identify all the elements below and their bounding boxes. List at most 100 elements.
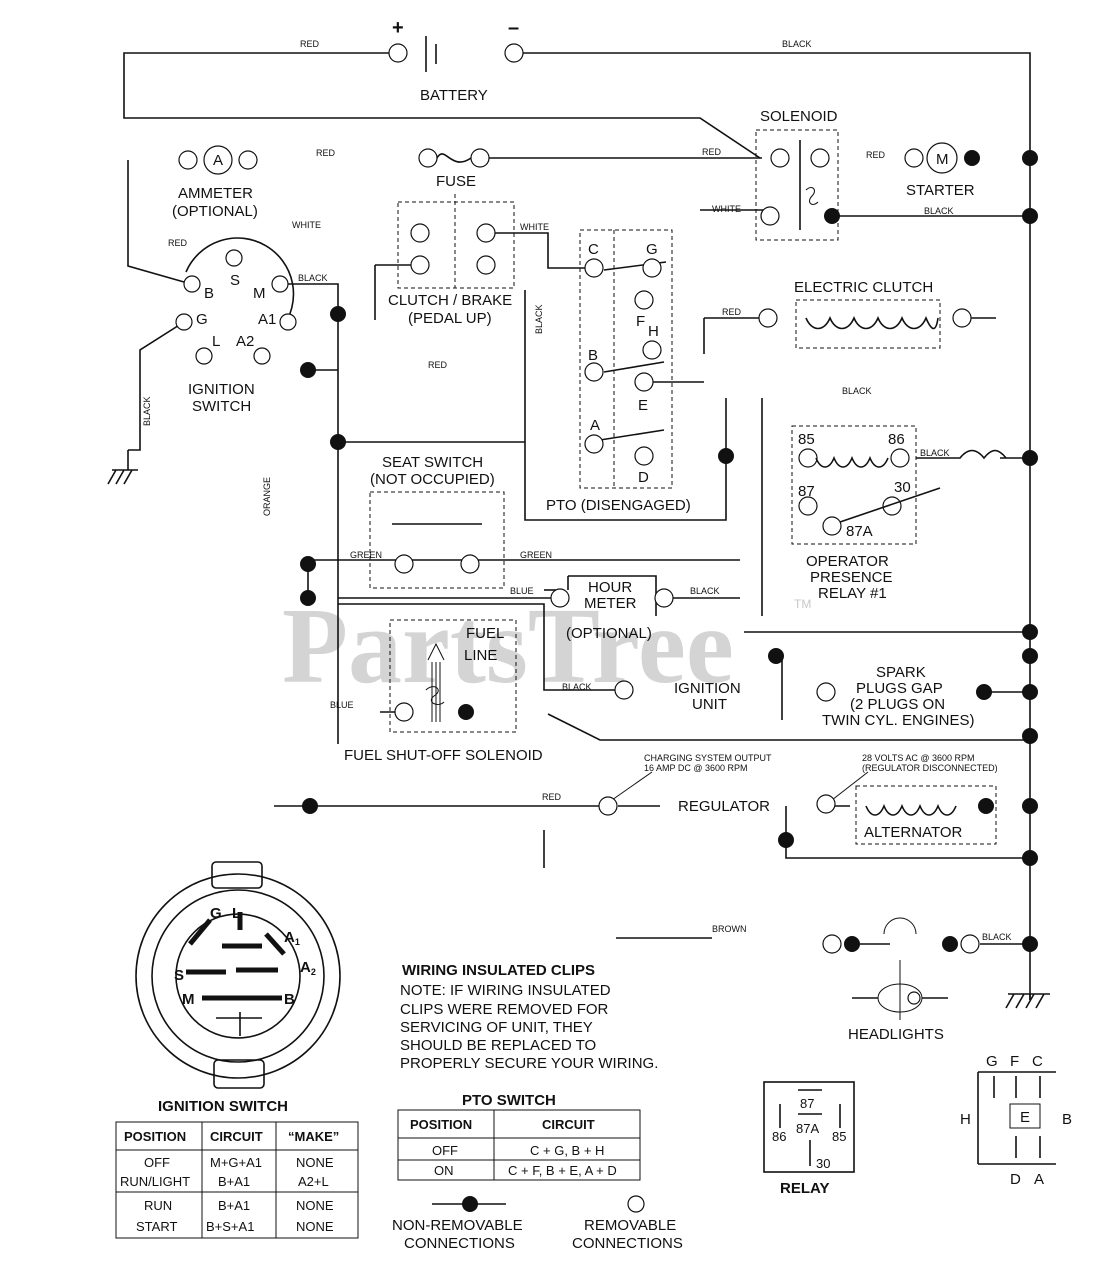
ign-r1-0: RUN/LIGHT — [120, 1174, 190, 1189]
pto-f: F — [636, 313, 645, 330]
wire-red-mid: RED — [428, 360, 448, 370]
regulator-label: REGULATOR — [678, 798, 770, 815]
pto-table-title: PTO SWITCH — [462, 1092, 556, 1109]
face-m: M — [182, 991, 195, 1008]
wire-green-2: GREEN — [520, 550, 552, 560]
relaypin-87a: 87A — [796, 1121, 819, 1136]
electric-clutch-box — [795, 299, 941, 349]
pto-b: B — [588, 347, 598, 364]
ign-r0-2: NONE — [296, 1155, 334, 1170]
hour-meter-label-2: METER — [584, 595, 637, 612]
wire-black-top: BLACK — [782, 39, 812, 49]
legend-nonremovable-2: CONNECTIONS — [404, 1235, 515, 1252]
clutch-brake-pedal: (PEDAL UP) — [408, 310, 492, 327]
operator-label-1: OPERATOR — [806, 553, 889, 570]
ground-symbol — [1005, 993, 1050, 1009]
ammeter-a: A — [213, 152, 223, 169]
volts-1: 28 VOLTS AC @ 3600 RPM — [862, 753, 975, 763]
ptopin-b: B — [1062, 1111, 1072, 1128]
charging-1: CHARGING SYSTEM OUTPUT — [644, 753, 772, 763]
ignition-switch-label-1: IGNITION — [188, 381, 255, 398]
operator-label-3: RELAY #1 — [818, 585, 887, 602]
ground-symbol — [107, 450, 138, 485]
ptopin-h: H — [960, 1111, 971, 1128]
wire-red-top: RED — [300, 39, 320, 49]
face-s: S — [174, 967, 184, 984]
relay-87: 87 — [798, 483, 815, 500]
face-a1: A1 — [284, 929, 300, 947]
face-a2: A2 — [300, 959, 316, 977]
ammeter-optional: (OPTIONAL) — [172, 203, 258, 220]
spark-4: TWIN CYL. ENGINES) — [822, 712, 975, 729]
pto-r0-1: C + G, B + H — [530, 1143, 604, 1158]
wire-labels: RED BLACK RED RED WHITE BLACK RED WHITE … — [142, 39, 1012, 942]
ign-a1: A1 — [258, 311, 276, 328]
fuse-label: FUSE — [436, 173, 476, 190]
ignition-table — [115, 1121, 359, 1239]
watermark: PartsTree — [282, 587, 734, 706]
wire-white-ammeter: WHITE — [292, 220, 321, 230]
operator-label-2: PRESENCE — [810, 569, 893, 586]
relay-pinout — [763, 1081, 855, 1173]
ign-r0-1: M+G+A1 — [210, 1155, 262, 1170]
battery-minus: – — [508, 17, 519, 39]
ptopin-c: C — [1032, 1053, 1043, 1070]
wire-red-solenoid: RED — [702, 147, 722, 157]
wire-blue-2: BLUE — [330, 700, 354, 710]
ptopin-f: F — [1010, 1053, 1019, 1070]
pto-table — [397, 1109, 641, 1181]
alternator-label: ALTERNATOR — [864, 824, 963, 841]
battery-label: BATTERY — [420, 87, 488, 104]
ign-r2-0: RUN — [144, 1198, 172, 1213]
wire-black-relay: BLACK — [920, 448, 950, 458]
clips-title: WIRING INSULATED CLIPS — [402, 962, 595, 979]
pto-pinout — [977, 1071, 1056, 1165]
ignition-unit-1: IGNITION — [674, 680, 741, 697]
ignition-switch-face — [135, 861, 341, 1089]
pto-a: A — [590, 417, 600, 434]
relaypin-86: 86 — [772, 1129, 786, 1144]
relay-30: 30 — [894, 479, 911, 496]
clips-line-1: CLIPS WERE REMOVED FOR — [400, 1001, 609, 1018]
wires — [123, 52, 1031, 1000]
ign-h-0: POSITION — [124, 1129, 186, 1144]
wire-brown: BROWN — [712, 924, 747, 934]
ign-r1-1: B+A1 — [218, 1174, 250, 1189]
pto-c: C — [588, 241, 599, 258]
pto-g: G — [646, 241, 658, 258]
relay-87a: 87A — [846, 523, 873, 540]
face-b: B — [284, 991, 295, 1008]
ign-g: G — [196, 311, 208, 328]
relay-box — [791, 425, 917, 545]
wire-red-eclutch: RED — [722, 307, 742, 317]
relay-86: 86 — [888, 431, 905, 448]
wire-black-mid: BLACK — [842, 386, 872, 396]
ignition-unit-2: UNIT — [692, 696, 727, 713]
ign-r1-2: A2+L — [298, 1174, 329, 1189]
watermark-tm: TM — [794, 597, 811, 611]
seat-switch-sub: (NOT OCCUPIED) — [370, 471, 495, 488]
pto-box — [579, 229, 673, 489]
legend-removable-1: REMOVABLE — [584, 1217, 676, 1234]
headlight-symbol — [822, 917, 980, 1020]
relaypin-30: 30 — [816, 1156, 830, 1171]
wire-black-ign: BLACK — [298, 273, 328, 283]
wire-blue-1: BLUE — [510, 586, 534, 596]
ignition-switch-symbol — [175, 237, 297, 365]
pto-disengaged-label: PTO (DISENGAGED) — [546, 497, 691, 514]
battery-plus: + — [392, 17, 404, 39]
ptopin-a: A — [1034, 1171, 1044, 1188]
hour-meter-label-1: HOUR — [588, 579, 632, 596]
ammeter-label: AMMETER — [178, 185, 253, 202]
wire-red-ammeter: RED — [316, 148, 336, 158]
wire-red-reg: RED — [542, 792, 562, 802]
ignition-switch-label-2: SWITCH — [192, 398, 251, 415]
clutch-brake-label: CLUTCH / BRAKE — [388, 292, 512, 309]
ptopin-d: D — [1010, 1171, 1021, 1188]
ign-r3-0: START — [136, 1219, 177, 1234]
relaypin-87: 87 — [800, 1096, 814, 1111]
ign-l: L — [212, 333, 220, 350]
ign-b: B — [204, 285, 214, 302]
ptopin-g: G — [986, 1053, 998, 1070]
